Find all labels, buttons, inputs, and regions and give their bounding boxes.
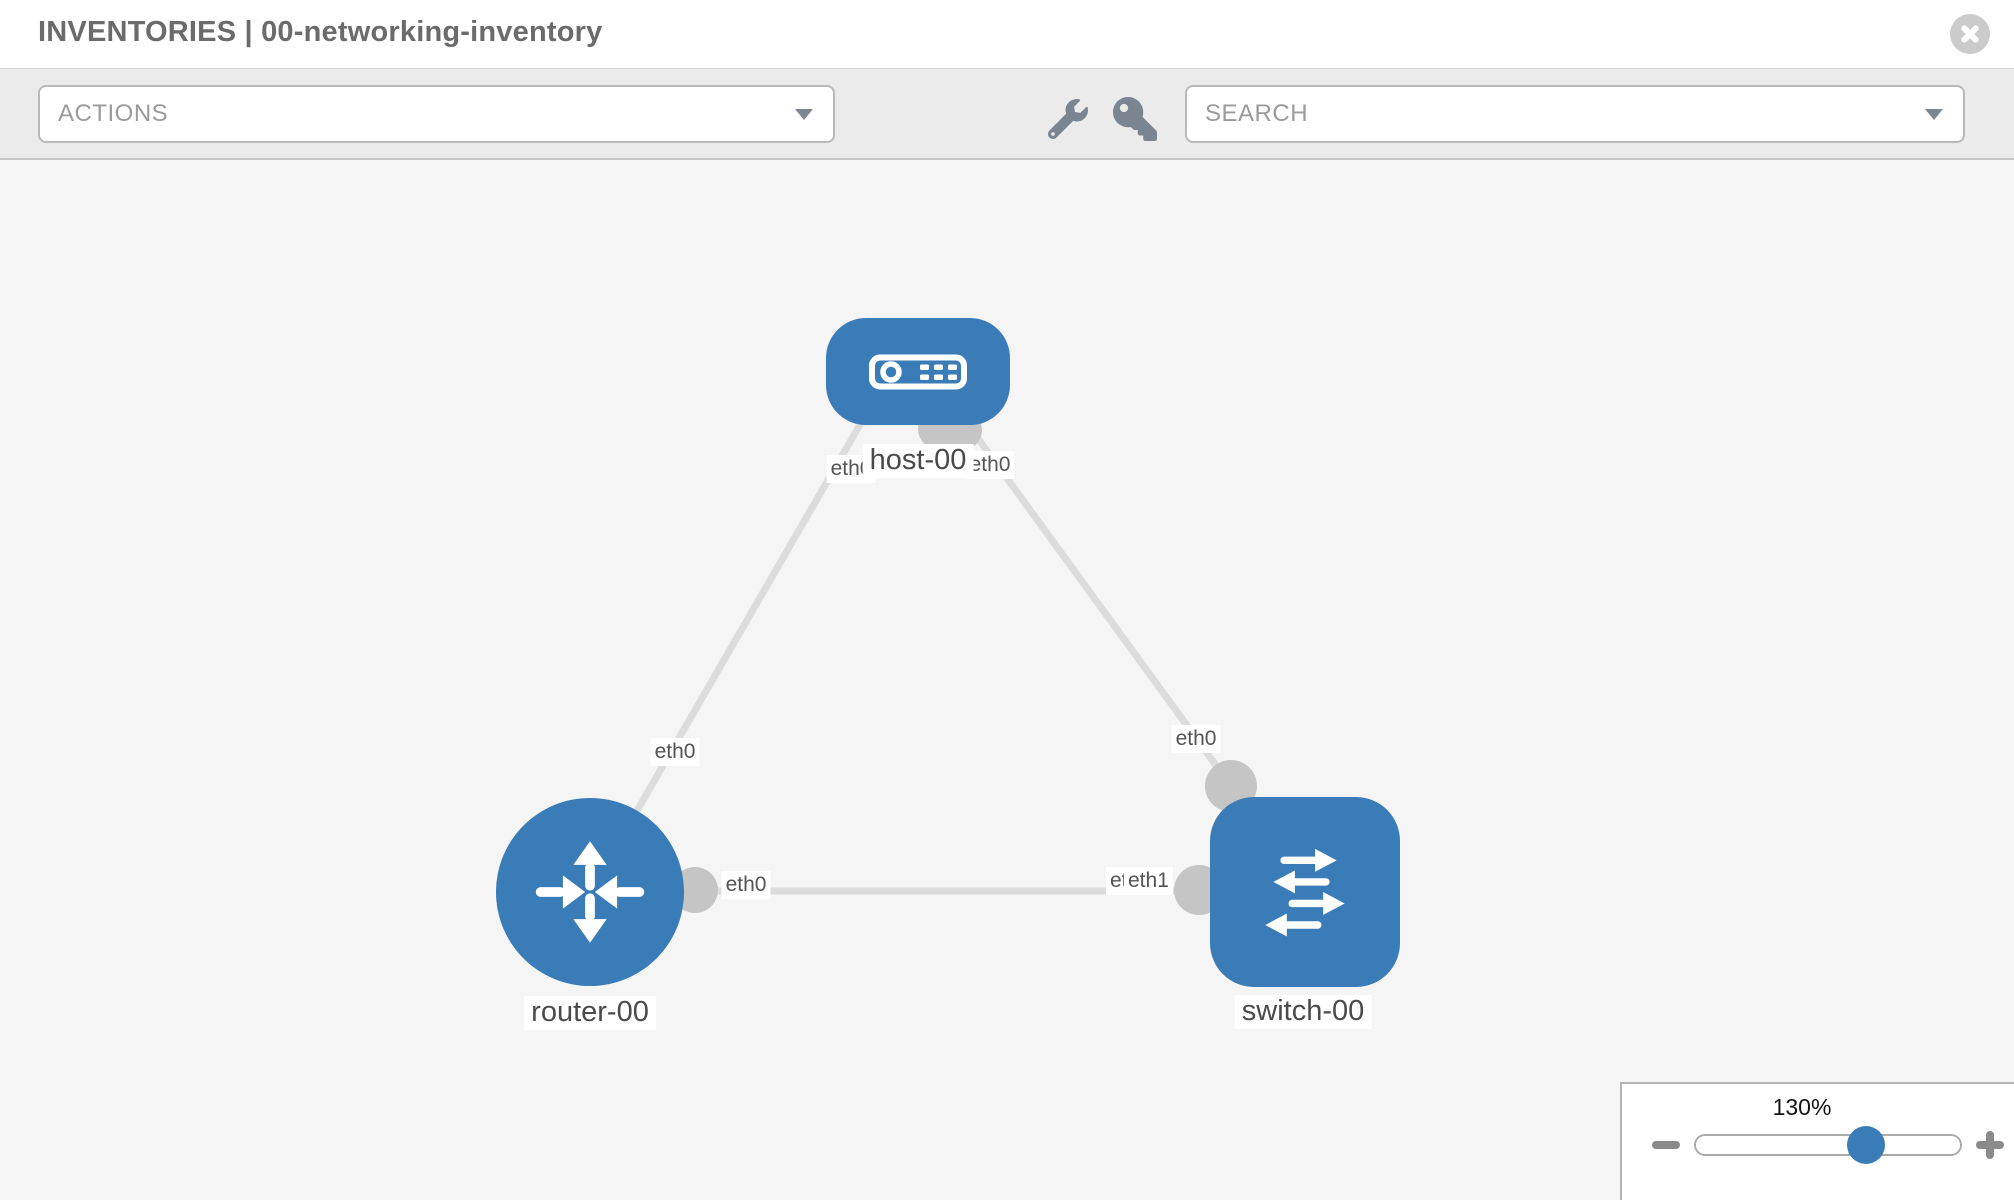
zoom-control-panel: 130%	[1620, 1082, 2014, 1200]
node-router-00[interactable]	[496, 798, 684, 986]
node-label-router: router-00	[524, 996, 656, 1030]
header: INVENTORIES | 00-networking-inventory	[0, 0, 2014, 68]
zoom-slider-track[interactable]	[1694, 1126, 1962, 1164]
key-icon	[1113, 97, 1157, 141]
node-label-switch: switch-00	[1234, 995, 1372, 1029]
chevron-down-icon	[1925, 109, 1943, 120]
node-label-host: host-00	[862, 444, 974, 478]
page-title: INVENTORIES | 00-networking-inventory	[38, 16, 603, 48]
zoom-slider-thumb[interactable]	[1847, 1126, 1886, 1164]
interface-label: eth1	[1124, 867, 1173, 896]
interface-label: eth0	[1171, 725, 1221, 754]
configure-button[interactable]	[1047, 99, 1088, 140]
topology-canvas[interactable]: eth0 eth0 eth0 eth0 eth0 eth0 eth1 host-…	[0, 160, 2014, 1200]
topology-edges	[586, 388, 1305, 915]
zoom-out-button[interactable]	[1652, 1141, 1680, 1149]
search-dropdown[interactable]: SEARCH	[1185, 85, 1965, 143]
zoom-in-button[interactable]	[1976, 1131, 2004, 1159]
node-switch-00[interactable]	[1210, 797, 1400, 987]
zoom-level-value: 130%	[1772, 1094, 1832, 1120]
search-placeholder: SEARCH	[1205, 100, 1309, 127]
interface-label: eth0	[650, 738, 700, 767]
interface-label: eth0	[721, 871, 771, 900]
credentials-button[interactable]	[1112, 97, 1158, 141]
actions-dropdown[interactable]: ACTIONS	[38, 85, 835, 143]
host-icon	[869, 354, 967, 389]
close-button[interactable]	[1950, 14, 1990, 54]
node-host-00[interactable]	[826, 318, 1010, 425]
zoom-slider-row	[1622, 1126, 2014, 1164]
router-icon	[535, 841, 645, 943]
interface-label: eth0	[965, 451, 1015, 480]
wrench-icon	[1047, 99, 1088, 140]
actions-dropdown-label: ACTIONS	[58, 100, 169, 127]
chevron-down-icon	[795, 109, 813, 120]
toolbar: ACTIONS SEARCH	[0, 68, 2014, 160]
switch-icon	[1265, 848, 1345, 937]
